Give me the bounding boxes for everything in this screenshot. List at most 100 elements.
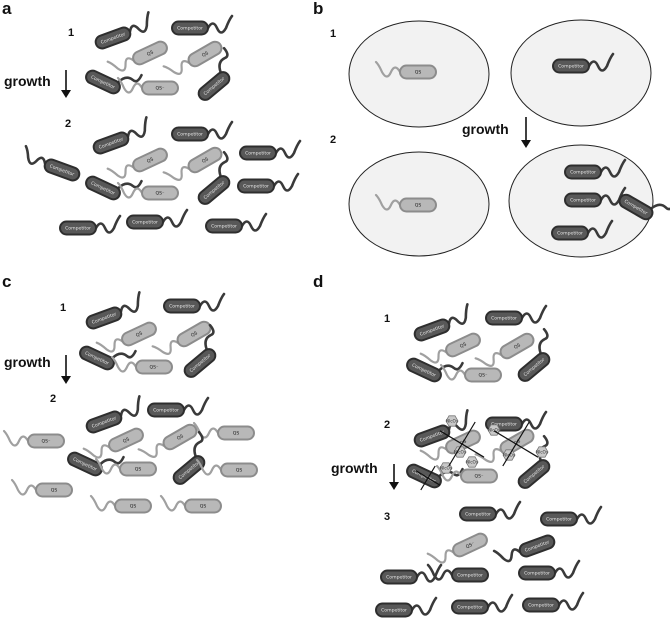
toxin-label: NlcOs xyxy=(488,427,500,432)
cell-label: Competitor xyxy=(457,573,483,579)
cell-a2-6: Competitor xyxy=(20,146,82,182)
cell-a2-10: Competitor xyxy=(238,174,298,193)
cell-a2-13: Competitor xyxy=(206,214,266,233)
flagellum xyxy=(276,141,300,158)
step-d-3: 3 xyxy=(384,511,390,523)
flagellum xyxy=(164,160,192,185)
flagellum xyxy=(91,496,115,511)
cell-label: Competitor xyxy=(211,224,237,230)
step-d-1: 1 xyxy=(384,313,390,325)
flagellum xyxy=(494,543,522,565)
cell-label: QS xyxy=(415,70,422,76)
step-a-1: 1 xyxy=(68,27,74,39)
cell-label: QS xyxy=(51,488,58,494)
cell-label: Competitor xyxy=(169,304,195,310)
flagellum xyxy=(428,544,456,567)
step-c-2: 2 xyxy=(50,393,56,405)
cell-label: Competitor xyxy=(177,26,203,32)
panel-letter-d: d xyxy=(313,272,323,291)
panel-letter-c: c xyxy=(2,272,11,291)
growth-label-d: growth xyxy=(331,460,378,476)
toxin-label: NlcOs xyxy=(536,449,548,454)
cell-label: Competitor xyxy=(557,231,583,237)
step-c-1: 1 xyxy=(60,302,66,314)
cell-label: QS⁻ xyxy=(479,373,489,379)
cell-a2-11: Competitor xyxy=(60,216,120,235)
step-b-1: 1 xyxy=(330,28,336,40)
flagellum xyxy=(194,423,218,438)
cell-c2-13: QS xyxy=(161,496,221,513)
toxin-label: NlcOs xyxy=(440,465,452,470)
cell-label: QS xyxy=(233,431,240,437)
flagellum xyxy=(161,496,185,511)
cell-label: Competitor xyxy=(245,151,271,157)
cell-a1-2: Competitor xyxy=(172,16,232,35)
cell-d3-9: Competitor xyxy=(452,595,512,614)
cell-a2-8: QS⁻ xyxy=(118,183,178,200)
flagellum xyxy=(559,593,583,610)
flagellum xyxy=(139,437,167,462)
cell-label: QS⁻ xyxy=(475,474,485,480)
toxin-1: NlcOs xyxy=(446,416,458,426)
cell-label: QS xyxy=(130,504,137,510)
cell-label: QS xyxy=(135,467,142,473)
cell-label: Competitor xyxy=(465,512,491,518)
step-a-2: 2 xyxy=(65,118,71,130)
cell-label: Competitor xyxy=(558,64,584,70)
cell-c2-5: QS xyxy=(139,419,199,463)
cell-d3-3: QS⁻ xyxy=(428,528,489,568)
growth-arrow-a xyxy=(61,70,71,98)
cell-label: Competitor xyxy=(491,316,517,322)
cell-d3-4: Competitor xyxy=(494,530,556,566)
flagellum xyxy=(412,598,436,615)
cell-label: QS⁻ xyxy=(156,191,166,197)
cell-label: Competitor xyxy=(153,408,179,414)
flagellum xyxy=(208,16,232,33)
cell-d1-7: Competitor xyxy=(506,329,563,383)
cell-label: QS⁻ xyxy=(42,439,52,445)
flagellum xyxy=(476,346,504,371)
flagellum xyxy=(274,174,298,191)
flagellum xyxy=(108,52,136,75)
cell-label: Competitor xyxy=(570,198,596,204)
flagellum xyxy=(651,195,670,218)
flagellum xyxy=(108,159,136,182)
cell-c1-1: Competitor xyxy=(83,292,146,330)
cell-a2-1: Competitor xyxy=(90,117,153,155)
cell-label: QS xyxy=(200,504,207,510)
cell-label: QS xyxy=(236,468,243,474)
cell-c2-2: Competitor xyxy=(148,398,208,417)
cell-label: Competitor xyxy=(65,226,91,232)
cell-c1-2: Competitor xyxy=(164,294,224,313)
cell-a1-1: Competitor xyxy=(92,12,155,50)
flagellum xyxy=(4,431,28,446)
cell-label: Competitor xyxy=(386,575,412,581)
toxin-label: NlcOs xyxy=(466,459,478,464)
panel-letter-b: b xyxy=(313,0,323,18)
flagellum xyxy=(200,294,224,311)
cell-label: Competitor xyxy=(546,517,572,523)
flagellum xyxy=(496,502,520,519)
cell-label: QS⁻ xyxy=(150,365,160,371)
cell-label: Competitor xyxy=(457,605,483,611)
cell-d3-8: Competitor xyxy=(376,598,436,617)
flagellum xyxy=(242,214,266,231)
growth-arrow-d xyxy=(389,464,399,490)
cell-a2-2: Competitor xyxy=(172,122,232,141)
cell-d3-5: Competitor xyxy=(381,565,441,584)
step-b-2: 2 xyxy=(330,134,336,146)
growth-label-a: growth xyxy=(4,73,51,89)
cell-c2-3: QS⁻ xyxy=(4,431,64,448)
cell-label: Competitor xyxy=(177,132,203,138)
growth-label-c: growth xyxy=(4,354,51,370)
cell-label: QS xyxy=(415,203,422,209)
toxin-6: NlcOs xyxy=(536,447,548,457)
cell-d3-10: Competitor xyxy=(523,593,583,612)
cell-label: Competitor xyxy=(243,184,269,190)
growth-arrow-c xyxy=(61,355,71,384)
cell-label: Competitor xyxy=(524,571,550,577)
cell-a2-12: Competitor xyxy=(127,210,187,229)
cell-a1-4: QS xyxy=(164,36,224,80)
cell-c2-11: QS xyxy=(12,480,72,497)
